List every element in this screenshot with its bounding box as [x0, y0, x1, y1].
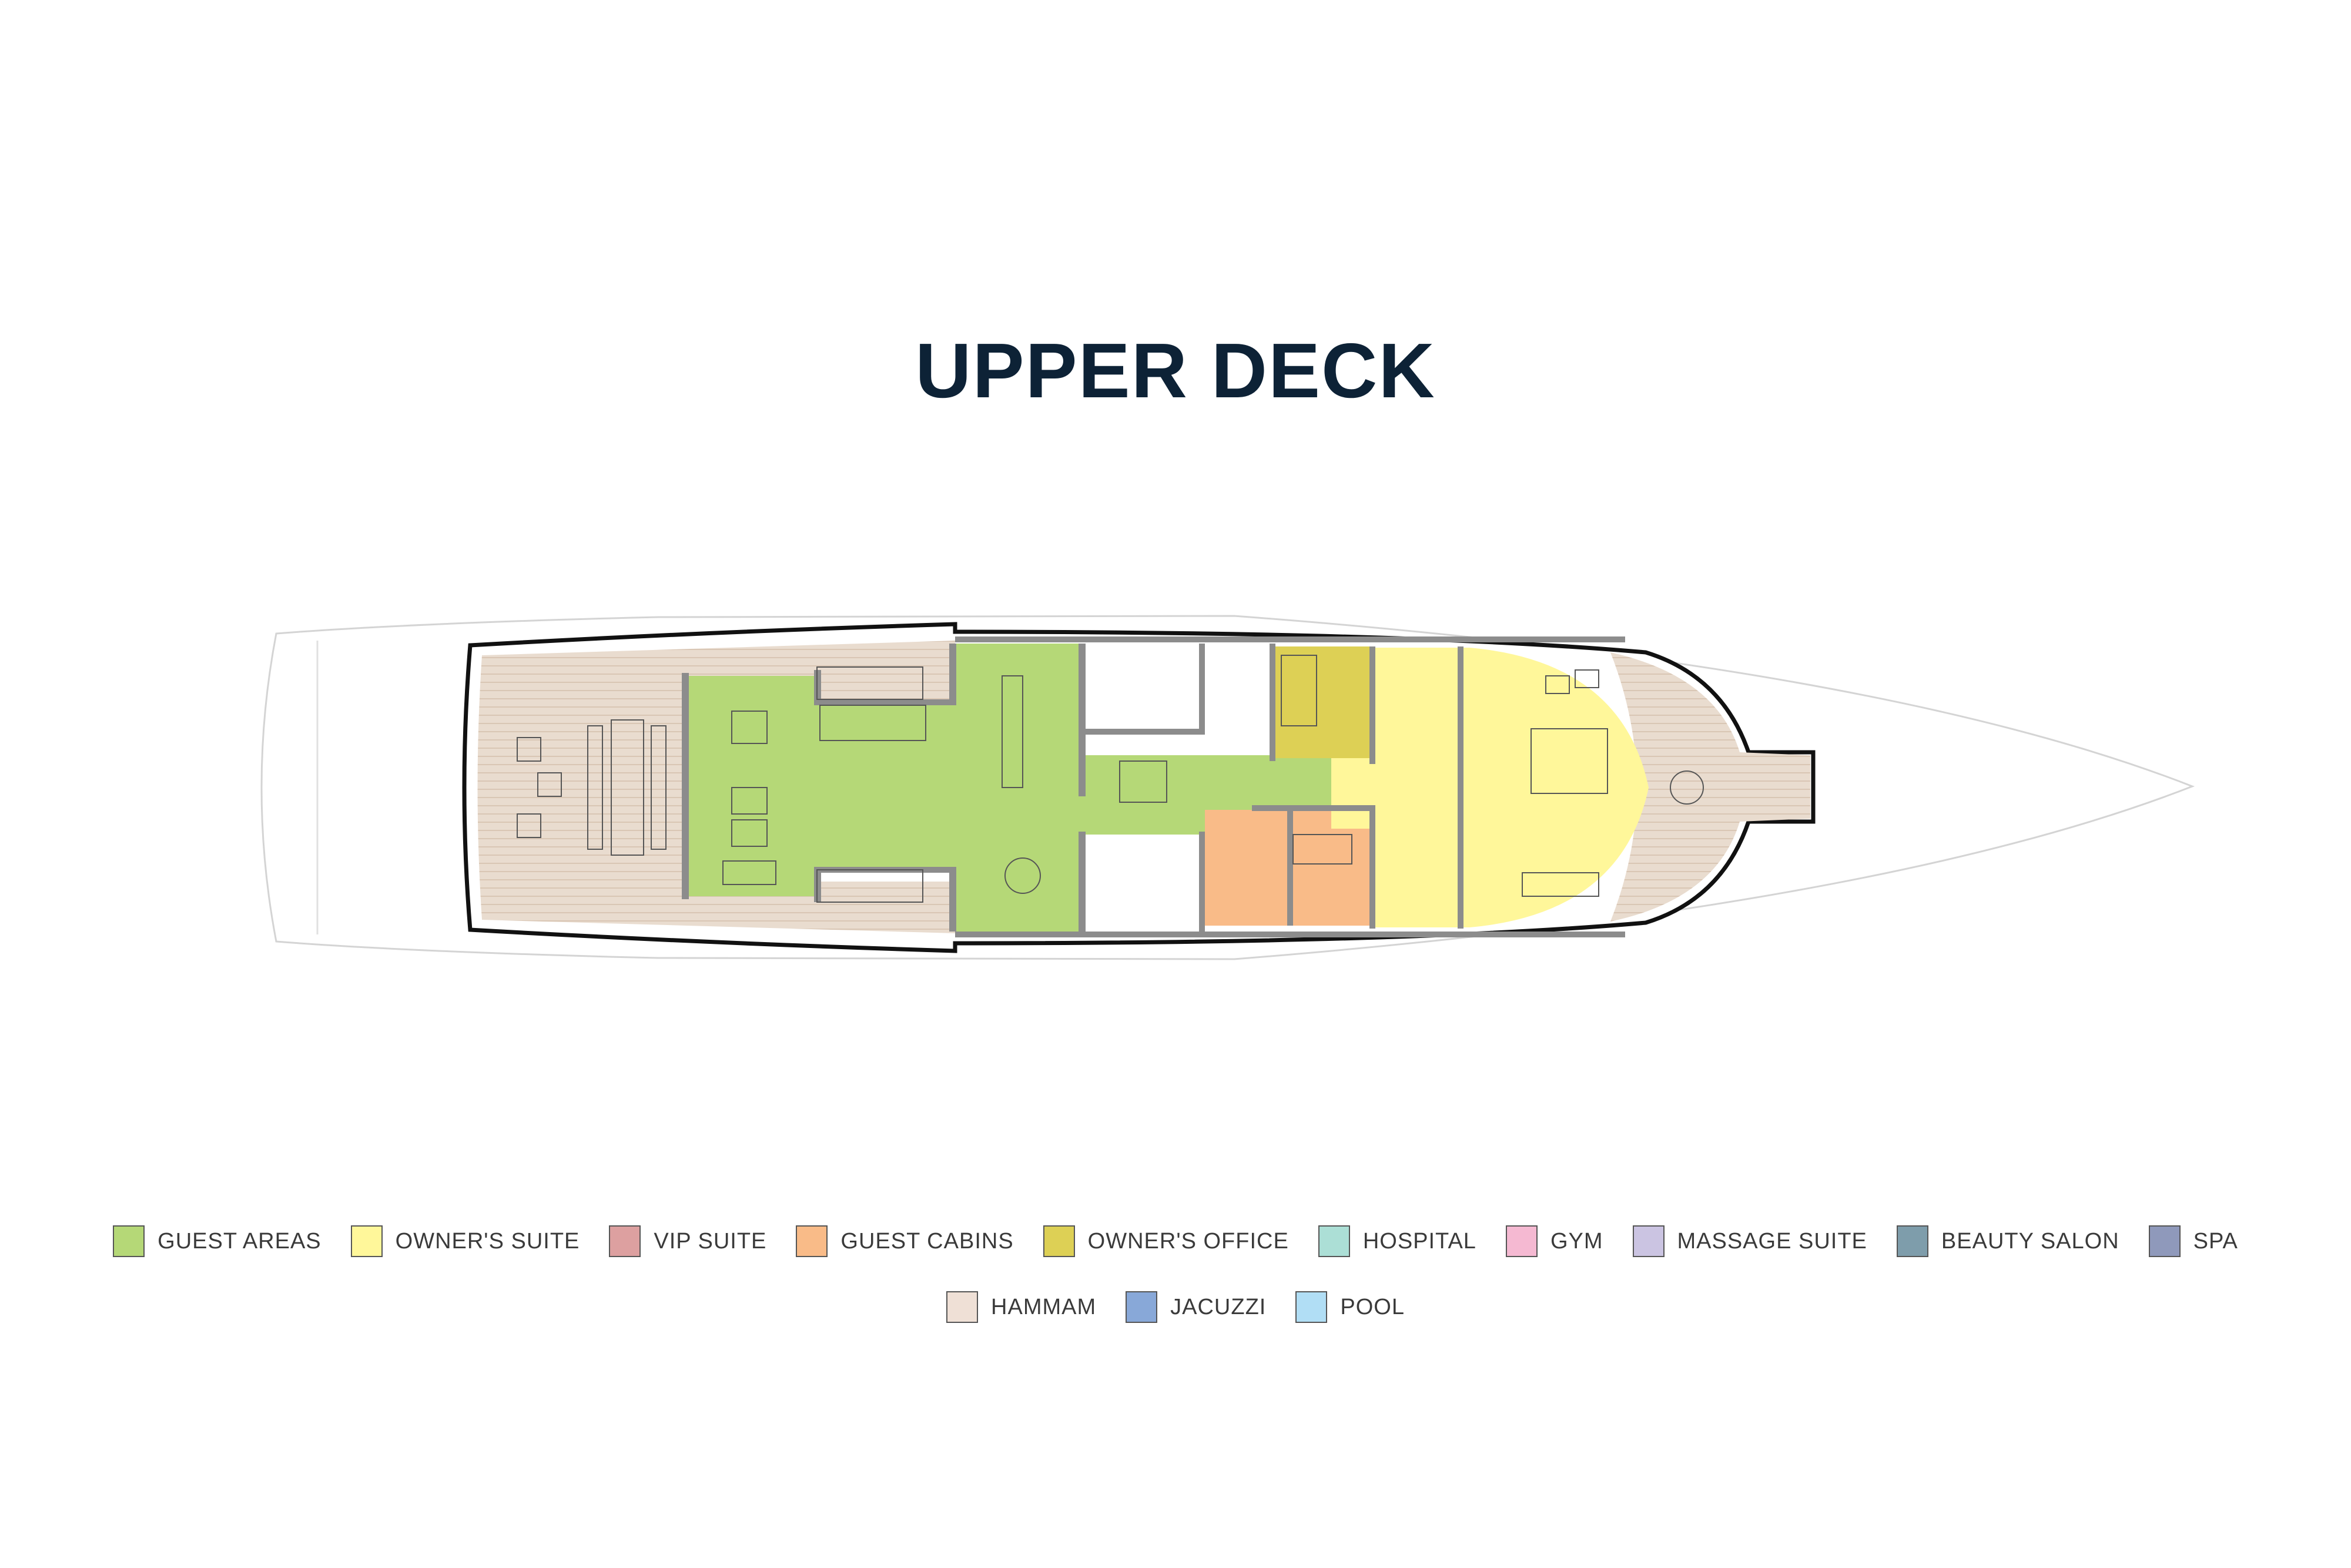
swatch: [946, 1291, 979, 1323]
legend-label: HAMMAM: [991, 1294, 1097, 1319]
fore-teak-deck: [1610, 652, 1810, 922]
swatch: [1896, 1225, 1928, 1257]
swatch: [1632, 1225, 1665, 1257]
legend-label: MASSAGE SUITE: [1677, 1228, 1867, 1254]
legend-row-2: HAMMAM JACUZZI POOL: [0, 1291, 2351, 1323]
swatch: [2148, 1225, 2181, 1257]
service-area-top: [1081, 644, 1270, 732]
swatch: [796, 1225, 828, 1257]
legend-item-beauty-salon: BEAUTY SALON: [1896, 1225, 2119, 1257]
service-area-bottom: [1081, 835, 1202, 932]
legend-item-vip-suite: VIP SUITE: [609, 1225, 766, 1257]
swatch: [1043, 1225, 1075, 1257]
swatch: [1318, 1225, 1350, 1257]
legend-label: OWNER'S SUITE: [395, 1228, 580, 1254]
legend-label: GUEST CABINS: [840, 1228, 1014, 1254]
legend-label: BEAUTY SALON: [1941, 1228, 2119, 1254]
legend-item-guest-areas: GUEST AREAS: [113, 1225, 321, 1257]
swatch: [1295, 1291, 1328, 1323]
legend-item-gym: GYM: [1505, 1225, 1603, 1257]
legend-item-owners-suite: OWNER'S SUITE: [350, 1225, 580, 1257]
swatch: [1505, 1225, 1538, 1257]
legend-label: OWNER'S OFFICE: [1087, 1228, 1289, 1254]
aft-teak-deck: [477, 641, 955, 933]
legend-item-guest-cabins: GUEST CABINS: [796, 1225, 1013, 1257]
furniture: [517, 655, 1704, 903]
page-title: UPPER DECK: [915, 327, 1436, 414]
swatch: [350, 1225, 383, 1257]
owners-office-zone: [1272, 646, 1371, 758]
legend-item-pool: POOL: [1295, 1291, 1405, 1323]
legend-item-spa: SPA: [2148, 1225, 2238, 1257]
legend-row-1: GUEST AREAS OWNER'S SUITE VIP SUITE GUES…: [0, 1225, 2351, 1257]
walls: [682, 636, 1625, 937]
legend-item-hospital: HOSPITAL: [1318, 1225, 1476, 1257]
legend-item-jacuzzi: JACUZZI: [1126, 1291, 1266, 1323]
legend-label: GYM: [1550, 1228, 1603, 1254]
legend-label: JACUZZI: [1170, 1294, 1267, 1319]
legend-item-owners-office: OWNER'S OFFICE: [1043, 1225, 1289, 1257]
legend-label: SPA: [2193, 1228, 2238, 1254]
legend-label: HOSPITAL: [1362, 1228, 1476, 1254]
legend-label: GUEST AREAS: [158, 1228, 321, 1254]
legend-item-hammam: HAMMAM: [946, 1291, 1096, 1323]
owners-suite-zone: [1331, 648, 1649, 927]
legend-item-massage-suite: MASSAGE SUITE: [1632, 1225, 1867, 1257]
swatch: [1126, 1291, 1158, 1323]
swatch: [609, 1225, 641, 1257]
legend-label: VIP SUITE: [654, 1228, 767, 1254]
legend-label: POOL: [1340, 1294, 1405, 1319]
swatch: [113, 1225, 145, 1257]
